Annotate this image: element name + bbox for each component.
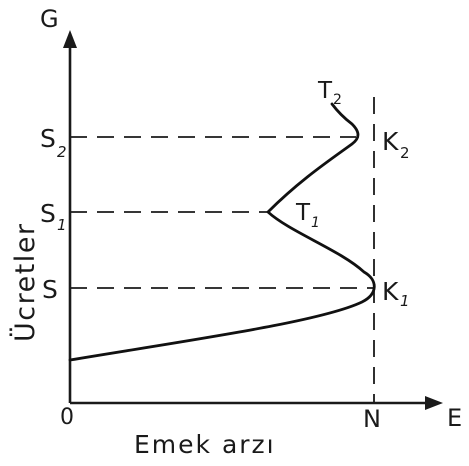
y-axis-arrowhead [63, 30, 77, 48]
wage-label-s2-subscript: 2 [57, 143, 67, 161]
wage-label-s: S [42, 275, 58, 304]
y-axis-title: Ücretler [9, 222, 41, 342]
point-k2-subscript: 2 [400, 144, 410, 162]
point-t1: T [295, 200, 311, 226]
point-k1: K [382, 277, 399, 306]
labor-supply-curve [68, 102, 376, 362]
point-t2-subscript: 2 [333, 92, 342, 108]
supply-limit-label: N [363, 405, 381, 433]
axis-x-letter: E [447, 404, 462, 432]
wage-label-s1: S [40, 199, 56, 228]
wage-label-s2: S [40, 124, 56, 153]
point-k2: K [382, 127, 399, 156]
origin-label: 0 [60, 405, 74, 430]
point-k1-subscript: 1 [400, 292, 410, 310]
point-t2: T [317, 78, 333, 104]
wage-label-s1-subscript: 1 [57, 216, 67, 234]
x-axis-arrowhead [425, 396, 443, 410]
x-axis-title: Emek arzı [134, 430, 276, 459]
axis-y-letter: G [40, 5, 59, 33]
point-t1-subscript: 1 [311, 215, 320, 231]
